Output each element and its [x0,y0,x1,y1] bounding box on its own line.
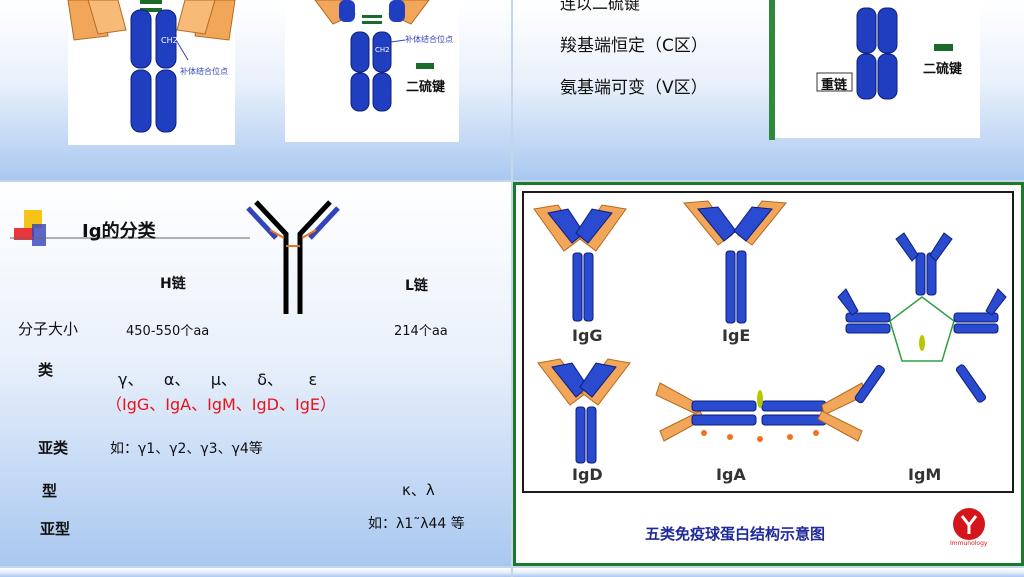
slide-structure-regions[interactable]: 连以二硫键 羧基端恒定（C区） 氨基端可变（V区） 重链 二硫键 [513,0,1024,180]
slide-antibody-diagram[interactable]: CH2 补体结合位点 CH2 补体结合位点 二硫键 [0,0,511,180]
heavy-chain-label: 重链 [821,78,848,93]
subclass-label: 亚类 [38,439,69,457]
label-ige: IgE [722,326,751,345]
figure-panel: IgG IgE IgD IgA IgM [522,191,1014,493]
antibody-drawing-left [67,0,236,133]
type-value: κ、λ [402,481,435,499]
size-h-value: 450-550个aa [126,324,210,339]
class-label: 类 [38,361,54,379]
ch2-label-right: CH2 [375,46,390,54]
line-c-region: 羧基端恒定（C区） [560,36,708,56]
five-classes-drawing [533,200,1007,464]
slide-ig-classification[interactable]: Ig的分类 H链 L链 分子大小 450-550个aa 214个aa 类 γ、 … [0,182,511,566]
igm-shape [837,232,1007,404]
class-names: （IgG、IgA、IgM、IgD、IgE） [106,395,336,414]
diagram-frame-edge [769,0,775,140]
subtype-label: 亚型 [40,520,71,538]
igd-shape [537,358,631,464]
igg-shape [533,204,627,322]
heavy-chain-figure: 重链 二硫键 [775,0,980,138]
label-igm: IgM [908,465,942,484]
section-title: Ig的分类 [82,221,156,242]
antibody-figure-right: CH2 补体结合位点 二硫键 [285,0,459,142]
disulfide-label-2: 二硫键 [923,62,963,77]
l-chain-header: L链 [405,278,428,294]
ige-shape [683,200,787,324]
antibody-drawing-right [314,0,434,112]
immunology-logo-icon [953,508,985,540]
slide-next-right[interactable] [513,568,1024,577]
line-disulfide-connection: 连以二硫键 [560,0,641,13]
subtype-value: 如：λ1˜λ44 等 [368,516,465,532]
label-igd: IgD [572,465,603,484]
figure-caption: 五类免疫球蛋白结构示意图 [645,525,826,543]
label-igg: IgG [572,326,603,345]
iga-shape [655,382,867,442]
type-label: 型 [42,482,58,500]
label-iga: IgA [716,465,746,484]
heavy-chain-drawing [816,7,953,100]
logo-y-mark [960,515,978,534]
class-greek-letters: γ、 α、 μ、 δ、 ε [118,370,318,389]
slide-next-left[interactable] [0,568,511,577]
slide-five-classes[interactable]: IgG IgE IgD IgA IgM 五类免疫球蛋白结构示意图 Immunol… [513,182,1024,566]
size-label: 分子大小 [18,320,79,338]
complement-site-label-right: 补体结合位点 [405,35,453,44]
deco-squares [10,200,340,314]
subclass-value: 如：γ1、γ2、γ3、γ4等 [110,441,263,457]
antibody-figure-left: CH2 补体结合位点 [67,0,236,145]
logo-text: Immunology [950,540,988,547]
complement-site-label-left: 补体结合位点 [180,67,228,76]
line-v-region: 氨基端可变（V区） [560,78,708,98]
ch2-label-left: CH2 [161,36,178,45]
h-chain-header: H链 [160,276,186,292]
disulfide-label: 二硫键 [406,80,446,95]
size-l-value: 214个aa [394,324,448,339]
